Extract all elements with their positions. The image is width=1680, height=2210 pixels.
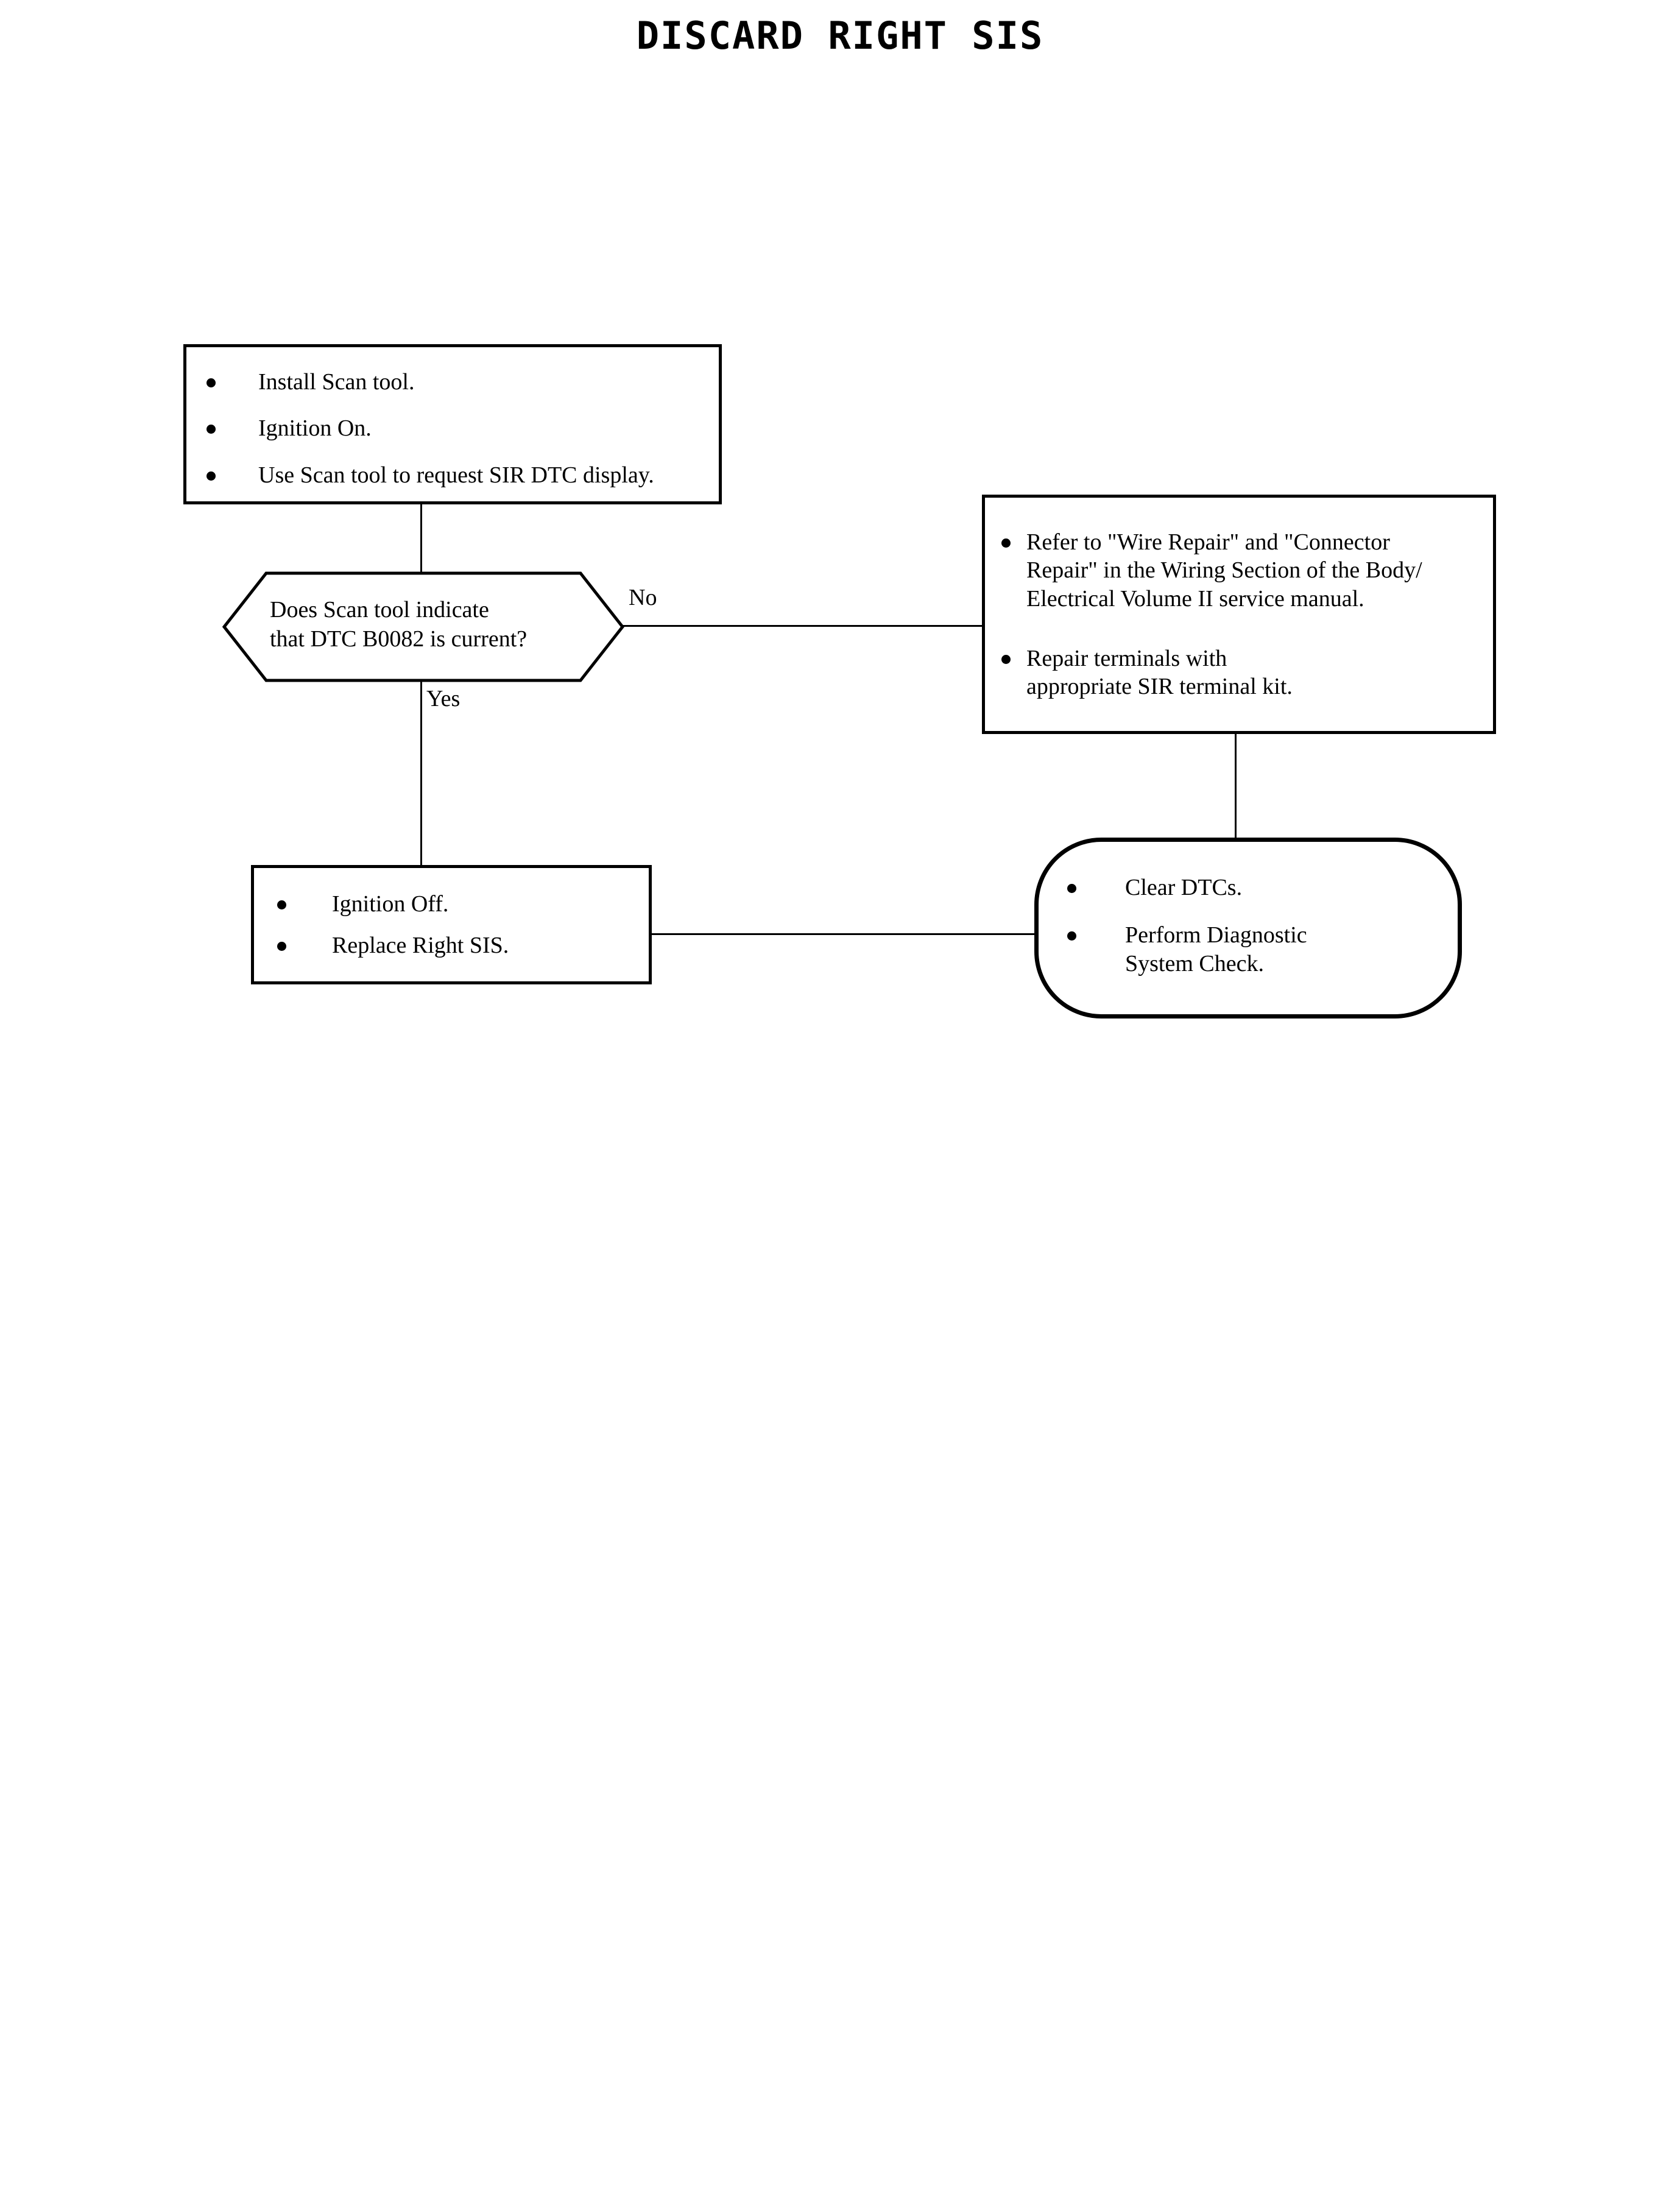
bullet-icon	[1001, 538, 1011, 548]
list-item-text: Ignition On.	[258, 415, 372, 442]
bullet-list: Install Scan tool. Ignition On. Use Scan…	[186, 368, 719, 489]
flow-node-finish: Clear DTCs. Perform Diagnostic System Ch…	[1034, 838, 1462, 1019]
flow-node-decision: Does Scan tool indicate that DTC B0082 i…	[222, 571, 624, 682]
list-item-text: Perform Diagnostic System Check.	[1125, 922, 1307, 976]
bullet-icon	[206, 471, 216, 481]
bullet-list: Ignition Off. Replace Right SIS.	[254, 890, 649, 960]
bullet-icon	[1001, 655, 1011, 665]
list-item: Clear DTCs.	[1039, 874, 1458, 902]
list-item: Use Scan tool to request SIR DTC display…	[186, 461, 719, 489]
list-item: Repair terminals with appropriate SIR te…	[985, 644, 1493, 701]
list-item: Perform Diagnostic System Check.	[1039, 921, 1458, 978]
bullet-list: Refer to "Wire Repair" and "Connector Re…	[985, 528, 1493, 701]
bullet-list: Clear DTCs. Perform Diagnostic System Ch…	[1039, 874, 1458, 978]
edge-label-yes: Yes	[426, 686, 461, 711]
hexagon-shape	[222, 571, 624, 682]
list-item: Ignition On.	[186, 414, 719, 442]
connector-repair-to-finish	[1235, 733, 1237, 841]
list-item-text: Replace Right SIS.	[332, 933, 509, 959]
list-item-text: Repair terminals with appropriate SIR te…	[1026, 646, 1293, 700]
list-item: Install Scan tool.	[186, 368, 719, 396]
list-item-text: Ignition Off.	[332, 891, 449, 917]
flow-node-replace: Ignition Off. Replace Right SIS.	[251, 865, 652, 984]
connector-replace-to-finish	[651, 933, 1038, 935]
connector-decision-to-replace	[420, 681, 422, 866]
connector-decision-to-repair	[623, 625, 983, 627]
bullet-icon	[206, 425, 216, 434]
page-title: DISCARD RIGHT SIS	[636, 13, 1044, 58]
list-item-text: Refer to "Wire Repair" and "Connector Re…	[1026, 529, 1422, 612]
flow-node-start: Install Scan tool. Ignition On. Use Scan…	[183, 344, 722, 504]
bullet-icon	[277, 900, 286, 909]
edge-label-no: No	[629, 585, 657, 610]
list-item: Ignition Off.	[254, 890, 649, 918]
list-item: Refer to "Wire Repair" and "Connector Re…	[985, 528, 1493, 613]
flow-node-repair: Refer to "Wire Repair" and "Connector Re…	[982, 495, 1496, 734]
list-item-text: Clear DTCs.	[1125, 875, 1243, 900]
bullet-icon	[277, 942, 286, 951]
bullet-icon	[1067, 931, 1076, 941]
connector-start-to-decision	[420, 504, 422, 573]
bullet-icon	[206, 378, 216, 387]
bullet-icon	[1067, 884, 1076, 893]
list-item-text: Install Scan tool.	[258, 369, 415, 395]
decision-text: Does Scan tool indicate that DTC B0082 i…	[270, 597, 528, 652]
list-item-text: Use Scan tool to request SIR DTC display…	[258, 462, 654, 488]
list-item: Replace Right SIS.	[254, 931, 649, 959]
